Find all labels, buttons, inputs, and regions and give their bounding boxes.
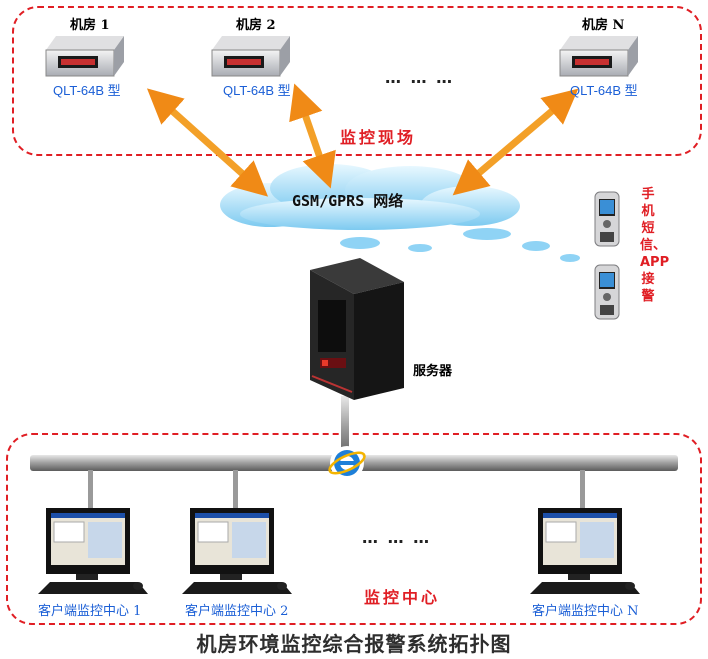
- client-2-label: 客户端监控中心 2: [185, 604, 289, 619]
- arrow-roomN-cloud: [452, 88, 579, 196]
- room-n-model: QLT-64B 型: [570, 83, 638, 98]
- monitor-device-icon-n: [559, 36, 638, 77]
- center-zone: [6, 433, 702, 625]
- monitor-device-icon: [45, 36, 124, 77]
- site-title: 监控现场: [340, 128, 417, 147]
- desktop-computer-icon: [38, 508, 148, 594]
- desktop-computer-icon-n: [530, 508, 640, 594]
- client-drop-1: [88, 470, 93, 510]
- mobile-phone-icon: [594, 191, 620, 247]
- server-tower-icon: [310, 258, 404, 400]
- arrow-room1-cloud: [146, 88, 269, 197]
- center-ellipsis: … … …: [362, 528, 432, 547]
- room-1-model: QLT-64B 型: [53, 83, 121, 98]
- mobile-alert-label: 手机短信、APP 接警: [640, 187, 670, 304]
- client-1-label: 客户端监控中心 1: [38, 604, 142, 619]
- diagram-title: 机房环境监控综合报警系统拓扑图: [196, 632, 512, 656]
- client-n-label: 客户端监控中心 N: [532, 604, 639, 619]
- network-label: GSM/GPRS 网络: [292, 192, 404, 210]
- monitor-device-icon-2: [211, 36, 290, 77]
- mobile-phone-icon-2: [594, 264, 620, 320]
- cloud-icon: [220, 164, 580, 262]
- desktop-computer-icon-2: [182, 508, 292, 594]
- room-1-title: 机房 1: [70, 18, 110, 33]
- server-link: [341, 396, 349, 458]
- server-label: 服务器: [413, 364, 453, 379]
- client-drop-n: [580, 470, 585, 510]
- center-title: 监控中心: [364, 588, 441, 607]
- internet-explorer-icon: [328, 446, 366, 480]
- room-2-model: QLT-64B 型: [223, 83, 291, 98]
- site-ellipsis: … … …: [385, 68, 455, 87]
- arrow-room2-cloud: [289, 83, 336, 189]
- room-n-title: 机房 N: [582, 18, 625, 33]
- client-drop-2: [233, 470, 238, 510]
- site-zone: [12, 6, 702, 156]
- room-2-title: 机房 2: [236, 18, 276, 33]
